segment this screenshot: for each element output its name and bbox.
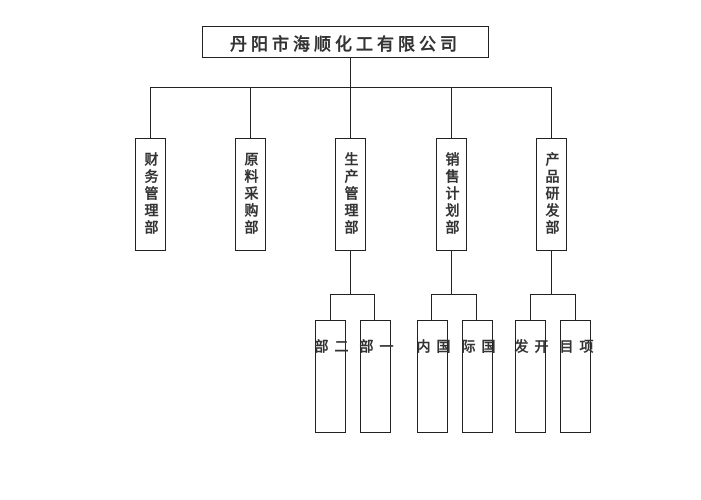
dept-rnd-box: 产品研发部 [536,138,567,251]
sub-production-1-box: 一部 [358,320,394,433]
dept-finance-box: 财务管理部 [135,138,166,251]
sub-sales-international-box: 国际 [460,320,496,433]
sub-rnd-project-box: 项目 [558,320,594,433]
dept-procurement-box: 原料采购部 [235,138,266,251]
sub-rnd-development-box: 开发 [513,320,549,433]
dept-production-box: 生产管理部 [335,138,366,251]
company-name-box: 丹阳市海顺化工有限公司 [202,26,489,58]
dept-sales-box: 销售计划部 [436,138,467,251]
sub-production-2-box: 二部 [313,320,349,433]
sub-sales-domestic-box: 国内 [415,320,451,433]
connector-lines [150,58,576,320]
